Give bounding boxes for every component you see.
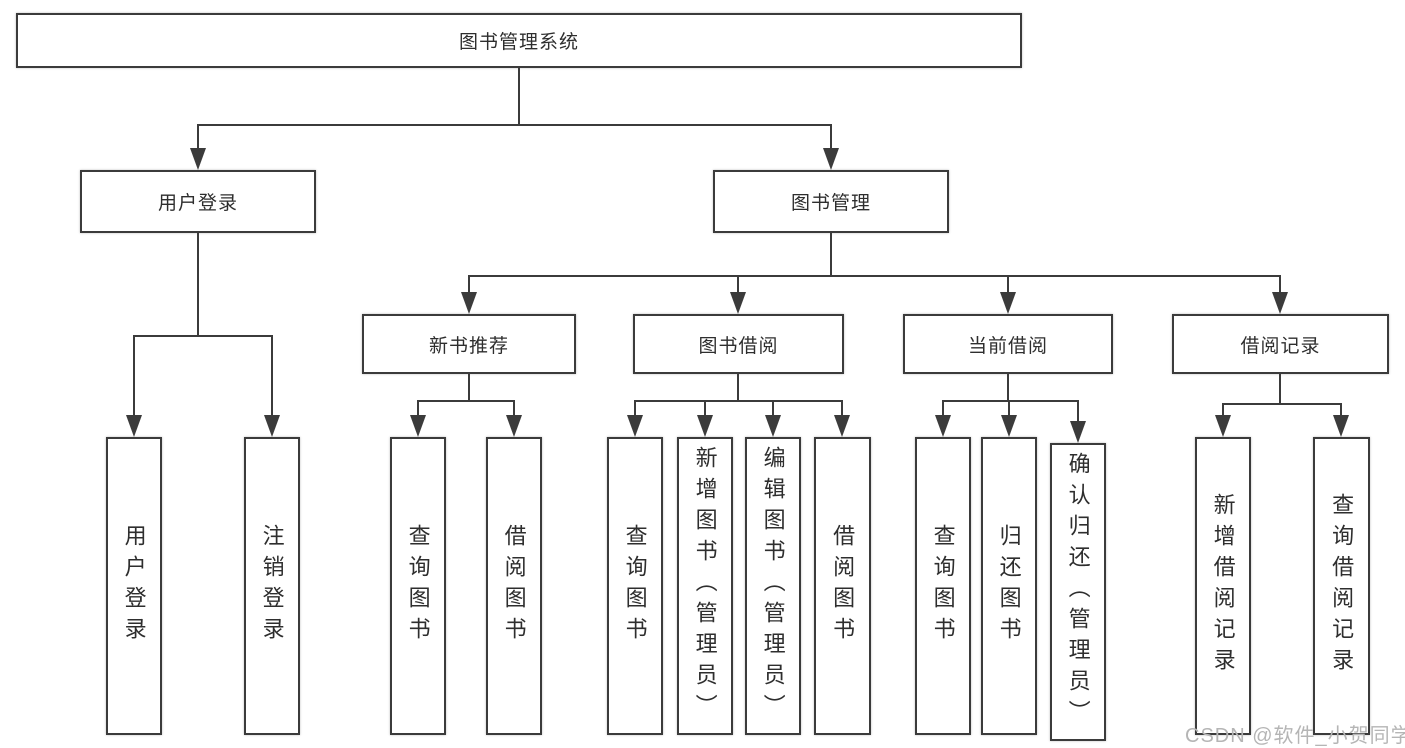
connector-line-v xyxy=(1077,400,1079,423)
connector-line-v xyxy=(772,400,774,417)
node-label: 图书管理系统 xyxy=(458,32,579,53)
leaf-label: 新增借阅记录 xyxy=(1210,493,1236,679)
leaf-label: 借阅图书 xyxy=(830,524,856,648)
leaf-user-login: 用户登录 xyxy=(106,437,162,735)
connector-line-v xyxy=(1222,403,1224,417)
leaf-return-books: 归还图书 xyxy=(981,437,1037,735)
leaf-query-books-current: 查询图书 xyxy=(915,437,971,735)
connector-line-v xyxy=(1007,275,1009,294)
connector-line-v xyxy=(468,275,470,294)
node-user-login: 用户登录 xyxy=(80,170,316,233)
connector-line-v xyxy=(133,335,135,417)
arrowhead-down-icon xyxy=(264,415,280,437)
connector-line-h xyxy=(417,400,515,402)
node-book-management: 图书管理 xyxy=(713,170,949,233)
node-label: 图书借阅 xyxy=(698,335,779,357)
connector-line-v xyxy=(1340,403,1342,417)
leaf-label: 查询图书 xyxy=(622,524,648,648)
leaf-label: 借阅图书 xyxy=(501,524,527,648)
connector-line-v xyxy=(737,374,739,402)
node-label: 新书推荐 xyxy=(428,335,509,357)
leaf-label: 确认归还（管理员） xyxy=(1065,452,1091,731)
connector-line-v xyxy=(271,335,273,417)
leaf-add-borrow-record: 新增借阅记录 xyxy=(1195,437,1251,735)
connector-line-h xyxy=(468,275,1281,277)
arrowhead-down-icon xyxy=(126,415,142,437)
leaf-query-books-borrowing: 查询图书 xyxy=(607,437,663,735)
node-borrowing-records: 借阅记录 xyxy=(1172,314,1389,374)
node-book-borrowing: 图书借阅 xyxy=(633,314,844,374)
arrowhead-down-icon xyxy=(627,415,643,437)
connector-line-v xyxy=(830,233,832,277)
node-label: 借阅记录 xyxy=(1240,335,1321,357)
node-current-borrowing: 当前借阅 xyxy=(903,314,1113,374)
leaf-label: 归还图书 xyxy=(996,524,1022,648)
arrowhead-down-icon xyxy=(506,415,522,437)
watermark: CSDN @软件_小贺同学 xyxy=(1185,725,1405,747)
connector-line-v xyxy=(468,374,470,402)
leaf-label: 编辑图书（管理员） xyxy=(760,446,786,725)
node-label: 图书管理 xyxy=(790,193,871,214)
connector-line-v xyxy=(417,400,419,417)
connector-line-v xyxy=(197,124,199,152)
arrowhead-down-icon xyxy=(935,415,951,437)
leaf-label: 查询借阅记录 xyxy=(1329,493,1355,679)
leaf-label: 注销登录 xyxy=(259,524,285,648)
node-library-management-system: 图书管理系统 xyxy=(16,13,1022,68)
leaf-query-books-newbook: 查询图书 xyxy=(390,437,446,735)
arrowhead-down-icon xyxy=(190,148,206,170)
connector-line-v xyxy=(830,124,832,152)
arrowhead-down-icon xyxy=(1001,415,1017,437)
connector-line-v xyxy=(634,400,636,417)
connector-line-v xyxy=(513,400,515,417)
leaf-logout: 注销登录 xyxy=(244,437,300,735)
connector-line-v xyxy=(1008,400,1010,417)
node-label: 用户登录 xyxy=(157,193,238,214)
arrowhead-down-icon xyxy=(1070,421,1086,443)
connector-line-h xyxy=(1222,403,1342,405)
leaf-borrow-books-newbook: 借阅图书 xyxy=(486,437,542,735)
arrowhead-down-icon xyxy=(1333,415,1349,437)
arrowhead-down-icon xyxy=(730,292,746,314)
node-new-book-recommendation: 新书推荐 xyxy=(362,314,576,374)
node-label: 当前借阅 xyxy=(967,335,1048,357)
connector-line-h xyxy=(133,335,273,337)
leaf-label: 查询图书 xyxy=(405,524,431,648)
leaf-edit-book-admin: 编辑图书（管理员） xyxy=(745,437,801,735)
connector-line-v xyxy=(1007,374,1009,402)
arrowhead-down-icon xyxy=(1000,292,1016,314)
connector-line-v xyxy=(518,68,520,125)
leaf-confirm-return-admin: 确认归还（管理员） xyxy=(1050,443,1106,741)
leaf-query-borrow-record: 查询借阅记录 xyxy=(1313,437,1370,735)
connector-line-v xyxy=(1279,374,1281,405)
arrowhead-down-icon xyxy=(823,148,839,170)
leaf-label: 新增图书（管理员） xyxy=(692,446,718,725)
connector-line-h xyxy=(942,400,1079,402)
arrowhead-down-icon xyxy=(765,415,781,437)
arrowhead-down-icon xyxy=(410,415,426,437)
arrowhead-down-icon xyxy=(461,292,477,314)
connector-line-h xyxy=(634,400,843,402)
connector-line-h xyxy=(197,124,832,126)
connector-line-v xyxy=(737,275,739,294)
leaf-label: 查询图书 xyxy=(930,524,956,648)
leaf-borrow-books-borrowing: 借阅图书 xyxy=(814,437,871,735)
connector-line-v xyxy=(841,400,843,417)
connector-line-v xyxy=(942,400,944,417)
arrowhead-down-icon xyxy=(1272,292,1288,314)
arrowhead-down-icon xyxy=(1215,415,1231,437)
arrowhead-down-icon xyxy=(834,415,850,437)
arrowhead-down-icon xyxy=(697,415,713,437)
connector-line-v xyxy=(704,400,706,417)
connector-line-v xyxy=(1279,275,1281,294)
connector-line-v xyxy=(197,233,199,337)
leaf-add-book-admin: 新增图书（管理员） xyxy=(677,437,733,735)
leaf-label: 用户登录 xyxy=(121,524,147,648)
